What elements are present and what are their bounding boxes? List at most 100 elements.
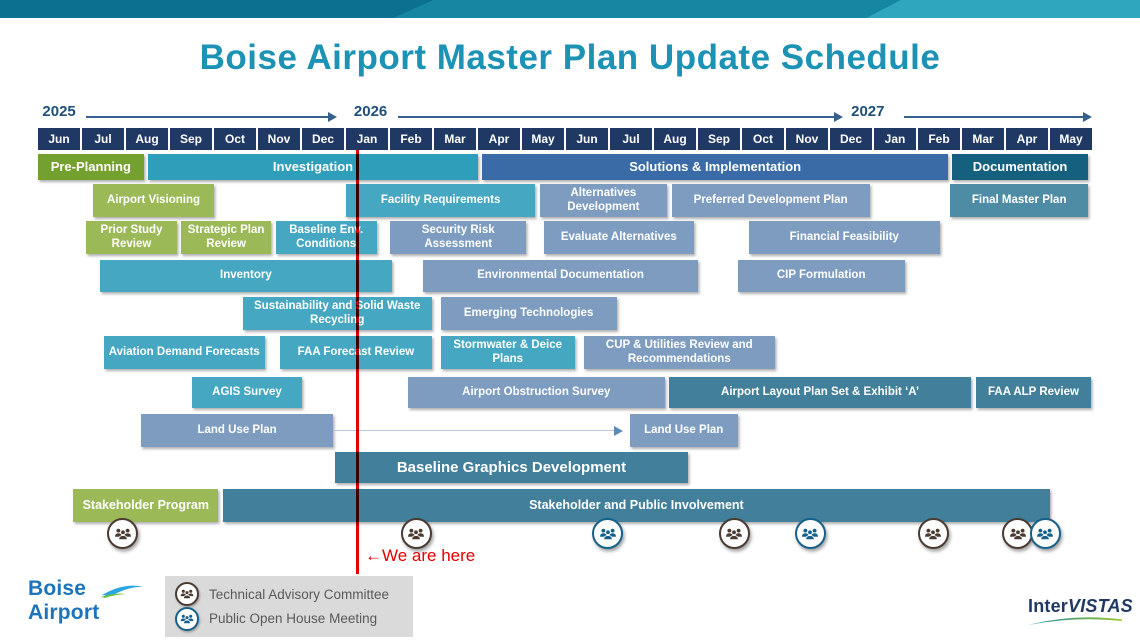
legend: Technical Advisory Committee Public Open… [165, 576, 413, 637]
bar-label: Airport Visioning [106, 193, 201, 206]
year-label: 2027 [851, 103, 885, 120]
task-bar-evaluate-alternatives: Evaluate Alternatives [544, 221, 694, 254]
task-bar-airport-visioning: Airport Visioning [93, 184, 214, 217]
month-cell: Jul [82, 128, 124, 150]
bar-label: AGIS Survey [212, 385, 282, 398]
technical-advisory-committee-icon [107, 518, 139, 549]
bar-label: Final Master Plan [971, 193, 1067, 206]
bar-label: Prior Study Review [100, 223, 163, 250]
task-bar-sustainability-and-solid-waste-recycling: Sustainability and Solid Waste Recycling [242, 297, 432, 330]
bar-label: Airport Obstruction Survey [462, 385, 611, 398]
intervistas-swoosh-icon [1028, 617, 1122, 625]
page-title: Boise Airport Master Plan Update Schedul… [199, 38, 941, 77]
month-cell: Nov [258, 128, 300, 150]
bar-label: Documentation [972, 159, 1068, 175]
technical-advisory-committee-icon [917, 518, 949, 549]
task-bar-land-use-plan: Land Use Plan [141, 414, 333, 447]
technical-advisory-committee-icon [1002, 518, 1034, 549]
month-cell: Oct [742, 128, 784, 150]
task-bar-airport-layout-plan-set-exhibit-a: Airport Layout Plan Set & Exhibit ‘A’ [669, 377, 971, 408]
bar-label: Evaluate Alternatives [560, 230, 677, 243]
boise-logo-text: Boise Airport [28, 577, 100, 624]
bar-label: Land Use Plan [197, 423, 277, 436]
technical-advisory-committee-icon [718, 518, 750, 549]
task-bar-stormwater-deice-plans: Stormwater & Deice Plans [440, 336, 575, 369]
task-bar-security-risk-assessment: Security Risk Assessment [390, 221, 527, 254]
we-are-here-line [356, 150, 359, 574]
task-bar-inventory: Inventory [99, 260, 393, 292]
technical-advisory-committee-icon [175, 582, 199, 607]
year-timeline-line [86, 116, 330, 118]
public-open-house-meeting-icon [794, 518, 826, 549]
task-bar-airport-obstruction-survey: Airport Obstruction Survey [407, 377, 665, 408]
boise-swoosh-icon [98, 584, 146, 604]
bar-label: CIP Formulation [776, 269, 866, 282]
year-arrowhead-icon [834, 112, 844, 122]
bar-label: Baseline Env. Conditions [289, 223, 364, 250]
task-bar-baseline-env-conditions: Baseline Env. Conditions [275, 221, 377, 254]
task-bar-alternatives-development: Alternatives Development [539, 184, 668, 217]
task-bar-prior-study-review: Prior Study Review [86, 221, 177, 254]
bar-label: Strategic Plan Review [187, 223, 265, 250]
year-label: 2025 [42, 103, 76, 120]
month-cell: Nov [786, 128, 828, 150]
intervistas-logo: InterVISTAS [1028, 596, 1133, 626]
bar-label: Solutions & Implementation [629, 159, 802, 175]
month-cell: Dec [302, 128, 344, 150]
task-bar-faa-forecast-review: FAA Forecast Review [280, 336, 432, 369]
we-are-here-text: We are here [382, 546, 476, 565]
month-cell: Sep [170, 128, 212, 150]
task-bar-stakeholder-program: Stakeholder Program [73, 489, 219, 522]
intervistas-prefix: Inter [1028, 596, 1069, 616]
task-bar-cup-utilities-review-and-recommendations: CUP & Utilities Review and Recommendatio… [583, 336, 775, 369]
bar-label: Aviation Demand Forecasts [108, 345, 260, 358]
task-bar-facility-requirements: Facility Requirements [346, 184, 536, 217]
banner-right-segment [866, 0, 1140, 18]
month-cell: Jul [610, 128, 652, 150]
task-bar-emerging-technologies: Emerging Technologies [440, 297, 617, 330]
boise-airport-logo: Boise Airport [28, 577, 148, 629]
technical-advisory-committee-icon [400, 518, 432, 549]
phase-bar-solutions-implementation: Solutions & Implementation [482, 154, 948, 180]
bar-label: Pre-Planning [50, 159, 131, 175]
task-bar-cip-formulation: CIP Formulation [737, 260, 905, 292]
task-bar-final-master-plan: Final Master Plan [950, 184, 1089, 217]
year-arrowhead-icon [1082, 112, 1092, 122]
month-cell: Mar [434, 128, 476, 150]
task-bar-land-use-plan: Land Use Plan [629, 414, 738, 447]
year-label: 2026 [353, 103, 388, 120]
month-cell: May [1050, 128, 1092, 150]
bar-label: Preferred Development Plan [693, 193, 848, 206]
task-bar-environmental-documentation: Environmental Documentation [423, 260, 698, 292]
bar-label: Alternatives Development [567, 186, 640, 213]
phase-bar-documentation: Documentation [951, 154, 1089, 180]
month-cell: Feb [918, 128, 960, 150]
task-bar-preferred-development-plan: Preferred Development Plan [671, 184, 870, 217]
public-open-house-meeting-icon [175, 606, 199, 631]
bar-label: Stakeholder Program [82, 498, 209, 513]
bar-label: Airport Layout Plan Set & Exhibit ‘A’ [721, 385, 920, 398]
month-cell: Apr [478, 128, 520, 150]
intervistas-suffix: VISTAS [1068, 596, 1133, 616]
land-use-plan-connector-arrow-icon [614, 425, 624, 436]
public-open-house-meeting-icon [1029, 518, 1061, 549]
month-cell: Dec [830, 128, 872, 150]
legend-item-label: Technical Advisory Committee [209, 586, 390, 602]
month-cell: Apr [1006, 128, 1048, 150]
month-cell: Jun [38, 128, 80, 150]
bar-label: Emerging Technologies [463, 306, 594, 319]
bar-label: Stormwater & Deice Plans [453, 338, 563, 365]
month-cell: Jan [874, 128, 916, 150]
left-arrow-icon: ← [365, 546, 382, 565]
task-bar-aviation-demand-forecasts: Aviation Demand Forecasts [104, 336, 265, 369]
bar-label: Security Risk Assessment [421, 223, 495, 250]
we-are-here-label: ←We are here [365, 546, 475, 566]
month-cell: Feb [390, 128, 432, 150]
bar-label: Facility Requirements [380, 193, 501, 206]
task-bar-baseline-graphics-development: Baseline Graphics Development [335, 452, 688, 483]
month-cell: Mar [962, 128, 1004, 150]
bar-label: Land Use Plan [644, 423, 724, 436]
month-cell: Jun [566, 128, 608, 150]
month-cell: Aug [126, 128, 168, 150]
month-cell: Jan [346, 128, 388, 150]
